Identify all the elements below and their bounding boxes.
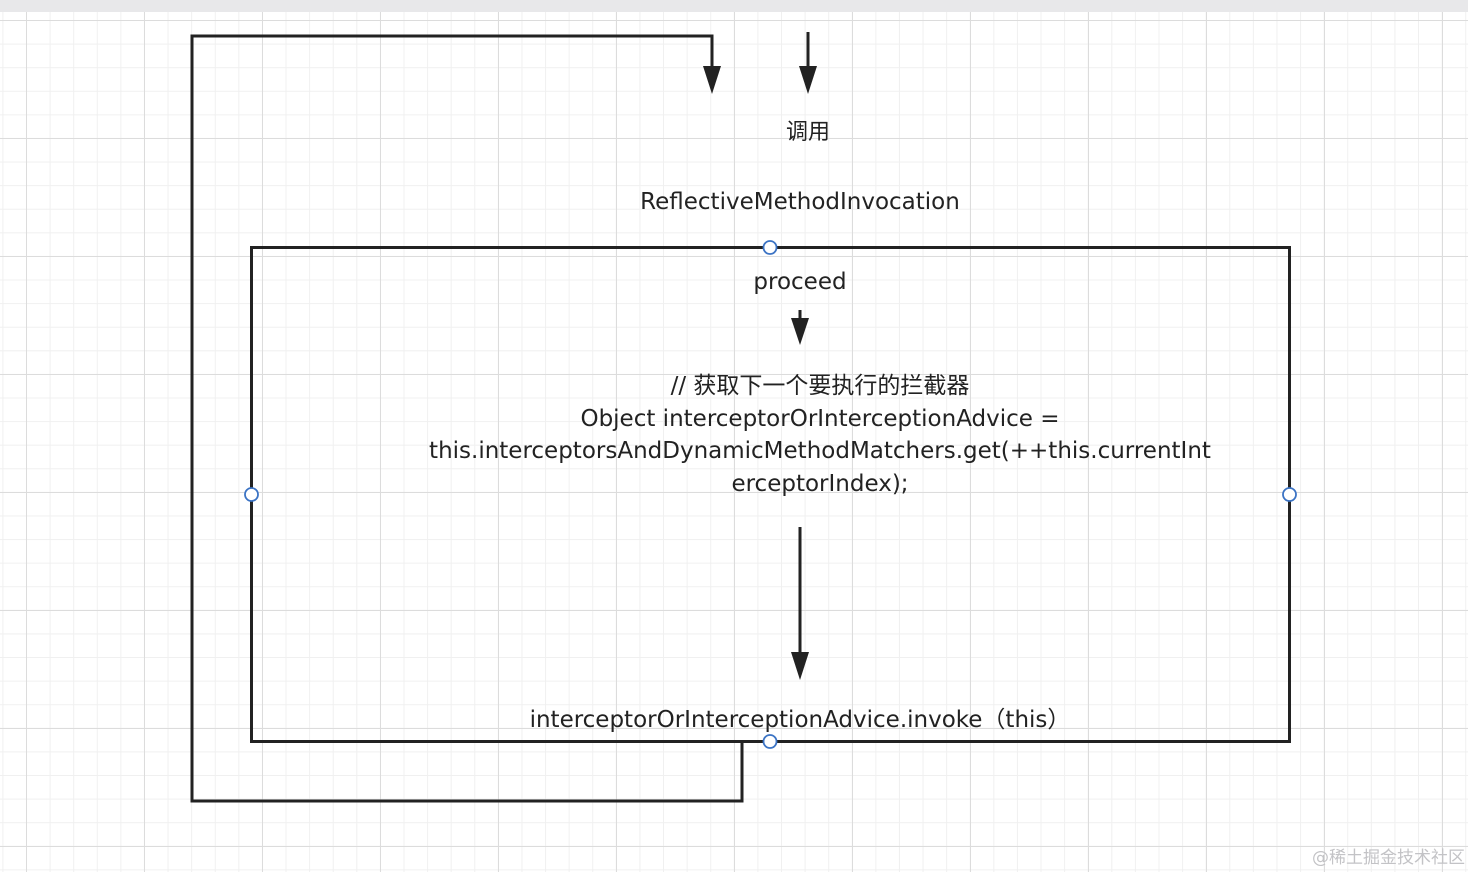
call-arrowhead bbox=[799, 66, 817, 94]
right-connection-handle[interactable] bbox=[1282, 487, 1297, 502]
call-label[interactable]: 调用 bbox=[785, 120, 830, 145]
bottom-connection-handle[interactable] bbox=[762, 734, 778, 749]
proceed-method-label[interactable]: proceed bbox=[753, 269, 847, 295]
top-connection-handle[interactable] bbox=[762, 240, 778, 255]
class-name-label[interactable]: ReflectiveMethodInvocation bbox=[640, 189, 960, 215]
canvas-top-bar bbox=[0, 0, 1468, 12]
code-line-3: erceptorIndex); bbox=[731, 470, 909, 497]
proceed-to-get-arrowhead bbox=[791, 318, 809, 345]
get-to-invoke-arrowhead bbox=[791, 652, 809, 680]
watermark: @稀土掘金技术社区 bbox=[1312, 848, 1465, 868]
code-comment: // 获取下一个要执行的拦截器 bbox=[670, 373, 970, 399]
invoke-label[interactable]: interceptorOrInterceptionAdvice.invoke（t… bbox=[529, 707, 1071, 733]
code-line-1: Object interceptorOrInterceptionAdvice = bbox=[580, 405, 1060, 432]
left-connection-handle[interactable] bbox=[244, 487, 259, 502]
code-line-2: this.interceptorsAndDynamicMethodMatcher… bbox=[429, 438, 1211, 464]
get-interceptor-code-block[interactable]: // 获取下一个要执行的拦截器 Object interceptorOrInte… bbox=[400, 370, 1240, 500]
loop-back-arrowhead bbox=[703, 66, 721, 94]
loop-back-connector[interactable] bbox=[190, 34, 744, 803]
